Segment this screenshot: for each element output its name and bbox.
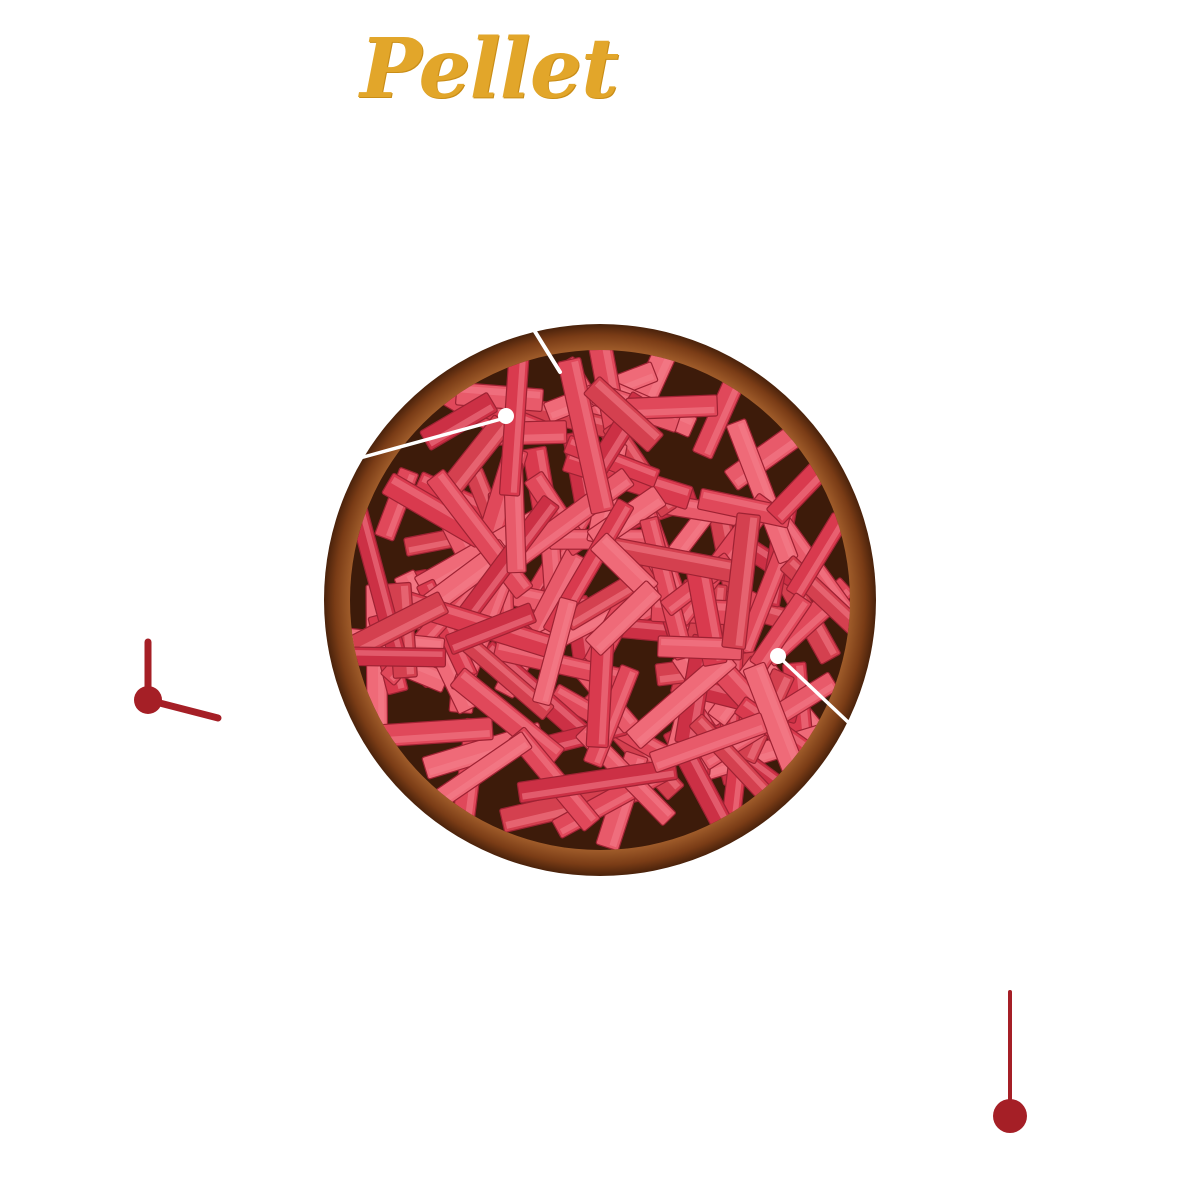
pasta-highlight [606, 539, 734, 570]
pasta-highlight [598, 637, 611, 745]
bowl-illustration [324, 324, 876, 876]
pasta-highlight [745, 551, 789, 652]
product-title: Pellet [360, 21, 619, 117]
pasta-highlight [521, 770, 675, 800]
pasta-highlight [458, 630, 551, 712]
pasta-highlight [796, 520, 846, 596]
pasta-highlight [601, 536, 655, 589]
pasta-highlight [629, 406, 715, 417]
pasta-highlight [660, 638, 739, 649]
pasta-piece [585, 580, 662, 656]
pasta-piece [583, 376, 664, 453]
pasta-highlight [510, 350, 527, 493]
pasta-pile [350, 350, 850, 850]
pasta-highlight [655, 724, 764, 769]
pasta-highlight [542, 602, 574, 703]
pasta-highlight [460, 671, 561, 755]
clock-hand-right-icon [993, 990, 1027, 1133]
pasta-highlight [452, 614, 533, 651]
clock-hand-left-icon [134, 638, 222, 722]
pasta-highlight [594, 380, 660, 441]
pasta-highlight [571, 360, 611, 509]
pasta-highlight [636, 659, 733, 745]
pasta-highlight [735, 517, 758, 647]
pasta-highlight [596, 591, 658, 652]
pasta-bowl-image [322, 322, 878, 878]
